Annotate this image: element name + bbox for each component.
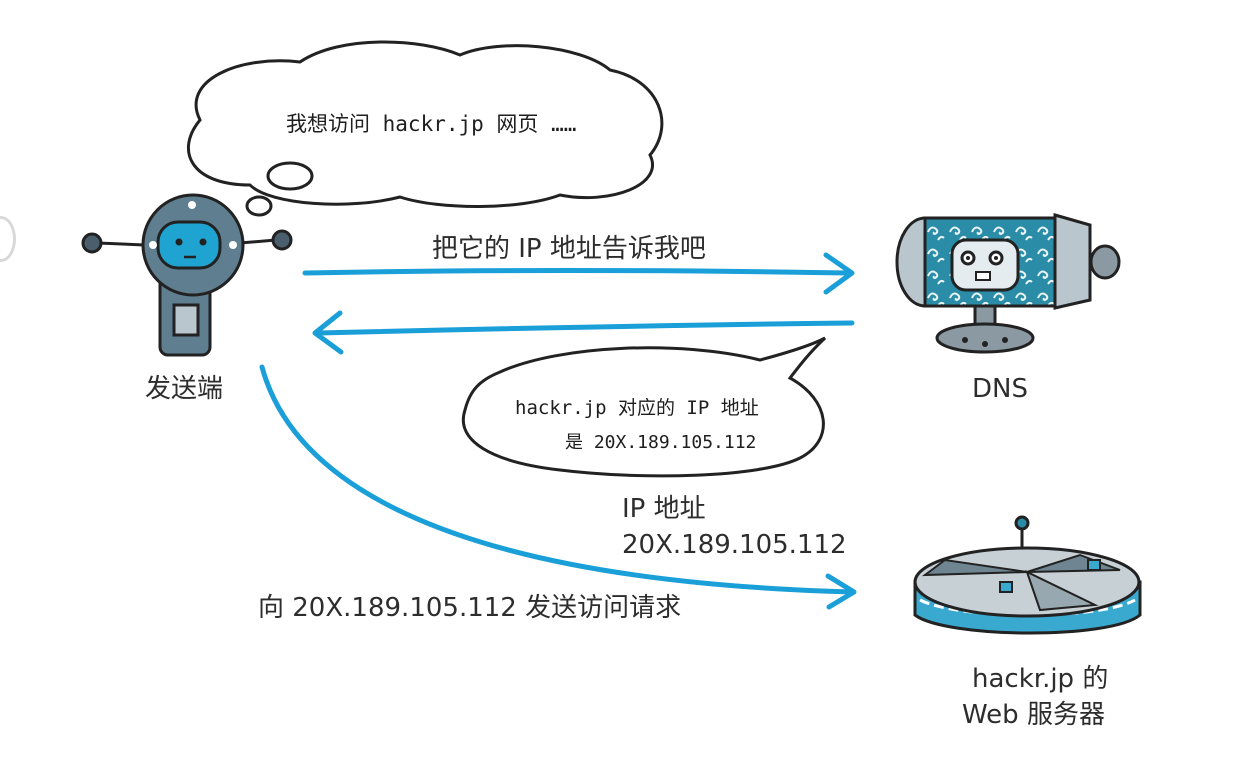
- sender-thought-text: 我想访问 hackr.jp 网页 ……: [286, 112, 577, 136]
- arrow-request: [259, 364, 857, 610]
- query-label: 把它的 IP 地址告诉我吧: [432, 234, 706, 264]
- dns-label: DNS: [972, 374, 1028, 404]
- request-label: 向 20X.189.105.112 发送访问请求: [258, 593, 682, 623]
- dns-reply-text-line2: 是 20X.189.105.112: [565, 432, 757, 453]
- web-server-disc-icon: [913, 515, 1142, 635]
- server-label-line2: Web 服务器: [962, 700, 1105, 730]
- arrow-reply: [312, 310, 855, 355]
- ip-address-value: 20X.189.105.112: [622, 530, 847, 560]
- arrow-query: [302, 252, 855, 295]
- dns-reply-text-line1: hackr.jp 对应的 IP 地址: [515, 397, 759, 419]
- dns-drum-icon: [895, 213, 1121, 354]
- speech-bubble: [461, 336, 827, 478]
- sender-label: 发送端: [145, 374, 224, 404]
- server-label-line1: hackr.jp 的: [972, 664, 1109, 694]
- thought-bubble: [187, 40, 664, 217]
- ip-address-label: IP 地址: [622, 494, 706, 524]
- robot-sender-icon: [81, 193, 293, 357]
